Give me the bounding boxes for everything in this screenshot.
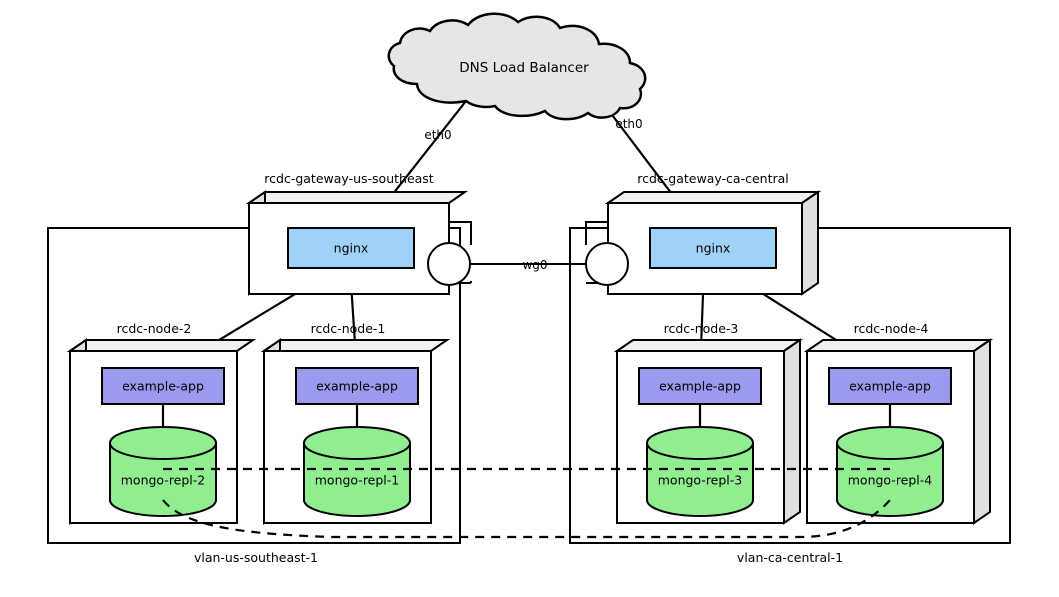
nginx-us-rect [287,227,415,269]
iface-label-eth0-right: eth0 [615,117,642,131]
node1-app-rect [295,367,419,405]
nginx-ca-label: nginx [696,241,731,256]
node1-app-label: example-app [316,379,398,394]
node2-db-cylinder-body [109,442,217,517]
node3-top-face [613,339,804,352]
node4-db-label: mongo-repl-4 [848,473,933,488]
nginx-us-label: nginx [334,241,369,256]
node4-app-rect [828,367,952,405]
node4-top-face [803,339,994,352]
node4-db-cylinder-top [836,426,944,460]
app-rcdc-node-4[interactable]: example-app [828,367,952,405]
db-rcdc-node-1[interactable]: mongo-repl-1 [303,426,411,517]
node3-side-face [783,338,801,525]
iface-label-eth0-left: eth0 [424,128,451,142]
node1-db-cylinder-body [303,442,411,517]
service-nginx-us-southeast[interactable]: nginx [287,227,415,269]
node3-db-cylinder-top [646,426,754,460]
wg0-interface-circle-right[interactable] [585,242,629,286]
wg0-tunnel: wg0 [427,221,629,286]
wg0-interface-circle-left[interactable] [427,242,471,286]
node1-db-label: mongo-repl-1 [315,473,400,488]
node-label-rcdc-node-3: rcdc-node-3 [664,321,739,336]
node3-app-label: example-app [659,379,741,394]
gateway-ca-side-face [801,190,819,296]
gateway-label-ca-central: rcdc-gateway-ca-central [637,171,789,186]
node1-db-cylinder-top [303,426,411,460]
node2-app-rect [101,367,225,405]
node4-app-label: example-app [849,379,931,394]
app-rcdc-node-1[interactable]: example-app [295,367,419,405]
gateway-ca-top-face [604,191,822,204]
db-rcdc-node-2[interactable]: mongo-repl-2 [109,426,217,517]
dns-load-balancer-cloud[interactable]: DNS Load Balancer [387,12,647,121]
app-rcdc-node-2[interactable]: example-app [101,367,225,405]
node3-db-label: mongo-repl-3 [658,473,743,488]
node3-app-rect [638,367,762,405]
gateway-label-us-southeast: rcdc-gateway-us-southeast [264,171,434,186]
node2-db-label: mongo-repl-2 [121,473,206,488]
db-rcdc-node-4[interactable]: mongo-repl-4 [836,426,944,517]
gateway-box-us-southeast[interactable]: rcdc-gateway-us-southeast [245,171,469,296]
node1-top-face [260,339,451,352]
iface-label-wg0: wg0 [522,258,547,272]
vlan-label-ca-central: vlan-ca-central-1 [737,550,843,565]
gateway-us-top-face [245,191,469,204]
node4-side-face [973,338,991,525]
mongo-replication-links [162,467,891,539]
node-label-rcdc-node-1: rcdc-node-1 [311,321,386,336]
node2-db-cylinder-top [109,426,217,460]
node-label-rcdc-node-2: rcdc-node-2 [117,321,192,336]
node3-db-cylinder-body [646,442,754,517]
node2-top-face [66,339,257,352]
db-rcdc-node-3[interactable]: mongo-repl-3 [646,426,754,517]
app-rcdc-node-3[interactable]: example-app [638,367,762,405]
cloud-shape [387,12,647,121]
repl-line-curved-bottom [162,499,891,539]
node-label-rcdc-node-4: rcdc-node-4 [854,321,929,336]
vlan-label-us-southeast: vlan-us-southeast-1 [194,550,318,565]
cloud-label: DNS Load Balancer [459,60,589,76]
node2-app-label: example-app [122,379,204,394]
service-nginx-ca-central[interactable]: nginx [649,227,777,269]
node4-db-cylinder-body [836,442,944,517]
nginx-ca-rect [649,227,777,269]
